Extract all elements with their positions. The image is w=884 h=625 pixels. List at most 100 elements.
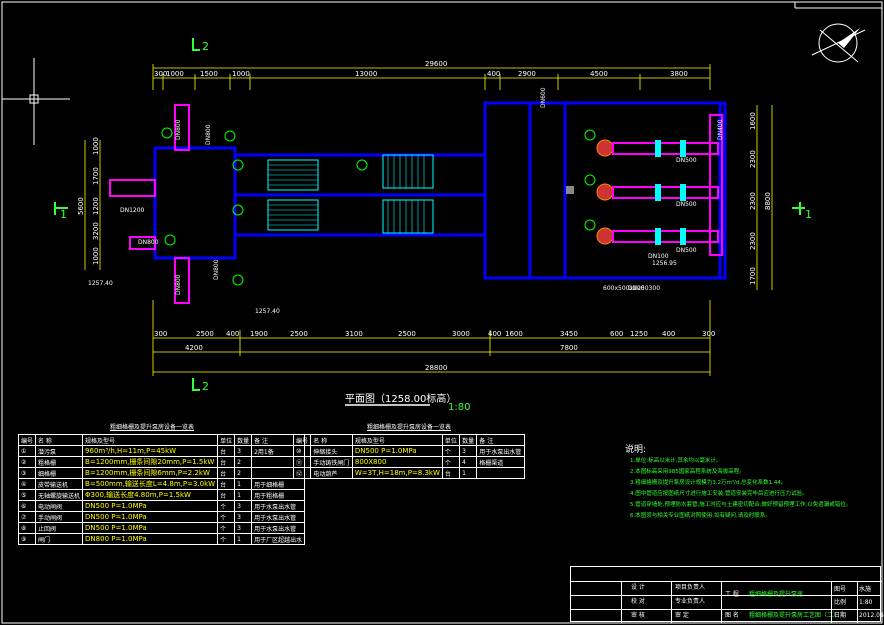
svg-text:2500: 2500 — [290, 330, 308, 338]
table-header-cell: 备 注 — [476, 434, 525, 446]
table-cell: 个 — [441, 445, 461, 457]
table-cell: 1 — [234, 533, 253, 545]
table-cell: B=1200mm,栅条间隙6mm,P=2.2kW — [82, 467, 219, 479]
table-cell: ⑤ — [17, 489, 37, 501]
table-cell: 皮带输送机 — [35, 478, 84, 490]
sump-marker — [566, 186, 574, 194]
table-cell: ⑫ — [292, 467, 312, 479]
table-cell: 台 — [217, 478, 236, 490]
note-item: 6.本图须与相关专业图纸对照使用,如有疑问,请及时联系。 — [630, 513, 771, 519]
valves — [655, 140, 686, 245]
svg-text:2900: 2900 — [518, 70, 536, 78]
table-cell: 用于细格栅 — [251, 478, 306, 490]
pipe-label: DN500 — [676, 247, 697, 254]
table-cell: 3 — [459, 445, 478, 457]
tb-label: 审 核 — [631, 612, 645, 619]
plan-title: 平面图（1258.00标高） — [345, 392, 456, 405]
svg-text:4200: 4200 — [185, 344, 203, 352]
table-cell: 用于水泵出水管 — [251, 500, 306, 512]
table-cell: 粗格栅 — [35, 456, 84, 468]
table-cell: 手动闸阀 — [35, 511, 84, 523]
tb-label: 设 计 — [631, 584, 645, 591]
svg-text:400: 400 — [487, 70, 500, 78]
table-cell: 1 — [234, 478, 253, 490]
svg-text:1: 1 — [60, 208, 67, 221]
table-cell: 个 — [217, 511, 236, 523]
notes-list: 1.单位:标高以米计,其余均以毫米计。2.本图标高采用985国家高程系统及海拔高… — [630, 456, 875, 522]
table-cell: ⑨ — [17, 533, 37, 545]
tb-value: 水施 — [859, 586, 872, 593]
svg-text:2300: 2300 — [749, 192, 757, 210]
svg-text:300: 300 — [702, 330, 715, 338]
table-cell: ⑩ — [292, 445, 312, 457]
table-cell: W=3T,H=18m,P=8.3kW — [351, 467, 443, 479]
pump-1-icon — [596, 139, 614, 157]
table-cell: ③ — [17, 467, 37, 479]
table-cell: 无轴螺旋输送机 — [35, 489, 84, 501]
pipe-label: DN800 — [213, 259, 220, 280]
pipe-label: DN800 — [205, 124, 212, 145]
tb-field: 日期 — [834, 612, 847, 619]
table-header-row: 编号名 称规格及型号单位数量备 注 — [292, 434, 525, 446]
section-mark-right: 1 — [792, 202, 812, 221]
table-cell: ⑧ — [17, 522, 37, 534]
svg-text:3100: 3100 — [345, 330, 363, 338]
table-cell: 个 — [217, 522, 236, 534]
table-cell: 潜污泵 — [35, 445, 84, 457]
table-cell: 细格栅 — [35, 467, 84, 479]
table-cell: 4 — [459, 456, 478, 468]
pump-3-icon — [596, 227, 614, 245]
svg-text:1700: 1700 — [749, 267, 757, 285]
table-cell: DN800 P=1.0MPa — [82, 533, 219, 545]
table-cell: ⑥ — [17, 500, 37, 512]
svg-text:3800: 3800 — [670, 70, 688, 78]
table-cell: 3 — [234, 500, 253, 512]
notes-heading: 说明: — [625, 443, 646, 455]
svg-text:300: 300 — [154, 70, 167, 78]
table-header-cell: 编号 — [17, 434, 37, 446]
table-header-cell: 名 称 — [310, 434, 353, 446]
table-header-cell: 名 称 — [35, 434, 84, 446]
svg-text:1600: 1600 — [505, 330, 523, 338]
table-cell: 台 — [217, 445, 236, 457]
svg-text:1200: 1200 — [92, 197, 100, 215]
table-cell: 960m³/h,H=11m,P=45kW — [82, 445, 219, 457]
svg-text:2500: 2500 — [196, 330, 214, 338]
table-cell: 电动葫芦 — [310, 467, 353, 479]
tb-drawing-name: 粗细格栅及提升泵房工艺图（二） — [749, 612, 840, 619]
svg-text:400: 400 — [662, 330, 675, 338]
svg-text:3450: 3450 — [560, 330, 578, 338]
table-cell: ② — [17, 456, 37, 468]
coarse-screen-2 — [267, 199, 319, 231]
table-title: 粗细格栅及提升泵房设备一览表 — [109, 424, 194, 431]
svg-text:1000: 1000 — [92, 137, 100, 155]
pipe-label: DN400 — [717, 119, 724, 140]
table-cell: 800X800 — [351, 456, 443, 468]
tb-label: 项目负责人 — [675, 584, 706, 591]
table-cell: 止回阀 — [35, 522, 84, 534]
table-cell: 台 — [441, 467, 461, 479]
misc-label: DN600 — [540, 87, 547, 108]
svg-text:8800: 8800 — [764, 192, 772, 210]
tb-label: 专业负责人 — [675, 598, 706, 605]
svg-text:2300: 2300 — [749, 150, 757, 168]
pipe-label: DN800 — [175, 274, 182, 295]
tb-field: 比例 — [834, 599, 847, 606]
table-cell: 用于水泵出水管 — [251, 522, 306, 534]
svg-text:1900: 1900 — [250, 330, 268, 338]
misc-label: DN250300 — [628, 285, 660, 292]
table-cell: DN500 P=1.0MPa — [82, 522, 219, 534]
section-mark-bottom: 2 — [192, 378, 209, 393]
